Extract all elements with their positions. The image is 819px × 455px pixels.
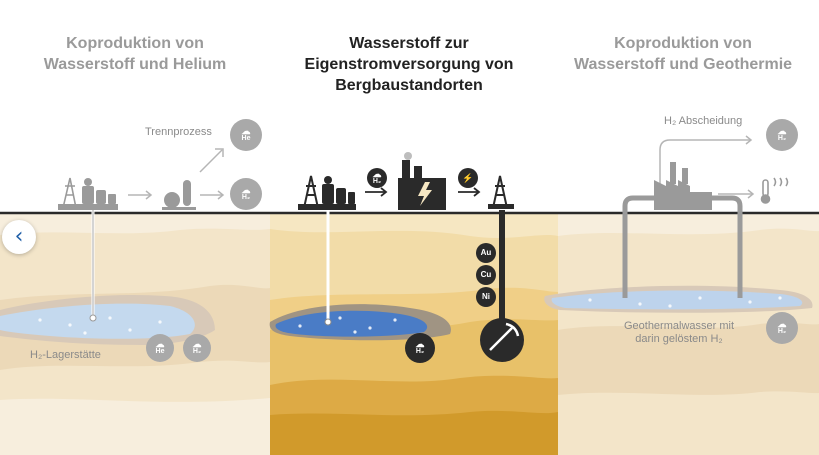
center-section-title: Wasserstoff zur Eigenstromversorgung von… xyxy=(278,33,540,96)
hydrogen-cloud-icon: ☁H₂ xyxy=(405,333,435,363)
hydrogen-cloud-icon: ☁H₂ xyxy=(230,178,262,210)
hydrogen-cloud-icon: ☁H₂ xyxy=(367,168,387,188)
center-title-line-1: Wasserstoff zur xyxy=(349,35,469,52)
center-title-line-3: Bergbaustandorten xyxy=(335,77,483,94)
helium-cloud-icon: ☁He xyxy=(230,119,262,151)
right-title-line-2: Wasserstoff und Geothermie xyxy=(573,56,793,73)
trennprozess-label: Trennprozess xyxy=(145,126,212,138)
separation-column-icon xyxy=(162,180,196,210)
left-section-title: Koproduktion von Wasserstoff und Helium xyxy=(10,33,260,75)
hydrogen-cloud-icon: ☁H₂ xyxy=(183,334,211,362)
geothermal-label-line-1: Geothermalwasser mit xyxy=(623,320,735,332)
left-title-line-1: Koproduktion von xyxy=(66,35,204,52)
h2-abscheidung-label: H₂ Abscheidung xyxy=(664,115,743,127)
factory-icon xyxy=(654,162,712,210)
right-title-line-1: Koproduktion von xyxy=(614,35,752,52)
h2-lagerstaette-label: H₂-Lagerstätte xyxy=(30,349,101,361)
thermometer-heat-icon xyxy=(760,177,789,204)
center-title-line-2: Eigenstromversorgung von xyxy=(304,56,514,73)
hydrogen-cloud-icon: ☁H₂ xyxy=(766,119,798,151)
copper-badge: Cu xyxy=(476,265,496,285)
nickel-badge: Ni xyxy=(476,287,496,307)
hydrogen-cloud-icon: ☁H₂ xyxy=(766,312,798,344)
gold-badge: Au xyxy=(476,243,496,263)
right-section-title: Koproduktion von Wasserstoff und Geother… xyxy=(558,33,808,75)
geothermal-label-line-2: darin gelöstem H₂ xyxy=(635,333,723,345)
previous-slide-button[interactable]: ‹ xyxy=(2,220,36,254)
helium-cloud-icon: ☁He xyxy=(146,334,174,362)
left-title-line-2: Wasserstoff und Helium xyxy=(43,56,227,73)
lightning-icon: ⚡ xyxy=(458,168,478,188)
plant-icon xyxy=(58,178,118,210)
plant-icon xyxy=(298,176,356,210)
power-plant-icon xyxy=(398,152,446,210)
chevron-left-icon: ‹ xyxy=(14,224,24,249)
oil-rig-icon xyxy=(62,177,77,209)
oil-rig-icon xyxy=(488,175,514,209)
oil-rig-icon xyxy=(303,175,319,209)
geothermal-water-label: Geothermalwasser mit darin gelöstem H₂ xyxy=(604,320,754,346)
mining-pick-icon xyxy=(480,318,524,362)
